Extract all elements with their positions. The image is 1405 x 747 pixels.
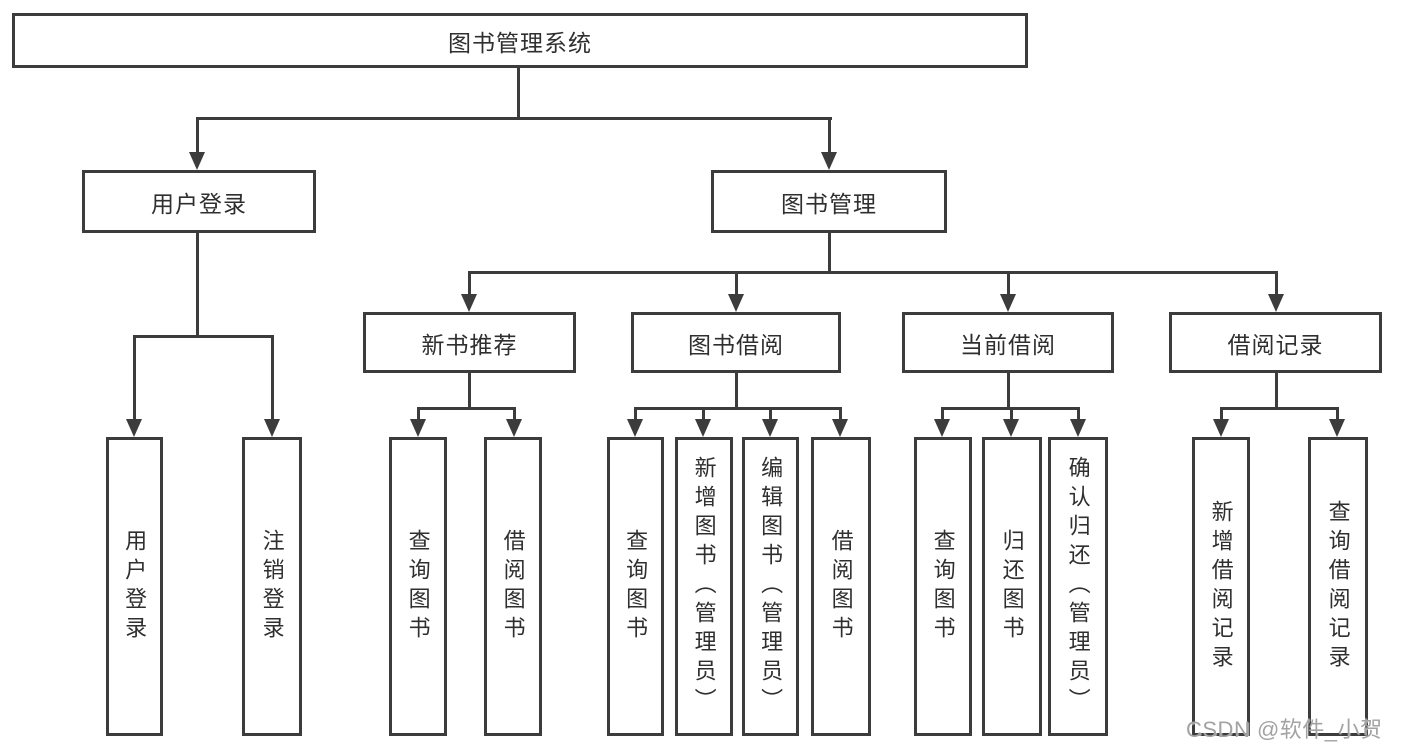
leaf-query-borrow-record-label: 查询借阅记录: [1325, 499, 1351, 674]
node-borrow-records-label: 借阅记录: [1227, 331, 1324, 358]
connector-drop-query-book-borrowing: [634, 407, 637, 421]
arrowhead-borrow-records: [1268, 294, 1284, 312]
connector-drop-query-book-recommend: [417, 407, 420, 421]
arrowhead-borrow-book-recommend: [506, 419, 522, 437]
leaf-add-book-admin: 新增图书（管理员）: [675, 437, 733, 736]
connector-book-management-branch: [468, 271, 1278, 274]
connector-root-stem: [517, 68, 520, 117]
leaf-edit-book-admin-label: 编辑图书（管理员）: [758, 456, 784, 717]
node-root: 图书管理系统: [12, 13, 1028, 68]
leaf-edit-book-admin: 编辑图书（管理员）: [742, 437, 799, 736]
arrowhead-query-borrow-record: [1329, 419, 1345, 437]
connector-new-book-recommend-stem: [468, 373, 471, 410]
node-current-borrowing-label: 当前借阅: [960, 331, 1056, 358]
leaf-add-borrow-record-label: 新增借阅记录: [1208, 499, 1234, 674]
connector-current-borrowing-stem: [1007, 373, 1010, 410]
leaf-logout-label: 注销登录: [259, 528, 285, 645]
connector-drop-borrow-book-recommend: [513, 407, 516, 421]
leaf-query-book-current: 查询图书: [914, 437, 972, 736]
leaf-return-book-label: 归还图书: [999, 528, 1025, 645]
connector-drop-leaf-user-login: [133, 335, 136, 420]
arrowhead-confirm-return-admin: [1070, 419, 1086, 437]
leaf-query-book-recommend: 查询图书: [389, 437, 447, 736]
connector-drop-book-borrowing: [735, 271, 738, 296]
connector-drop-add-book-admin: [702, 407, 705, 421]
leaf-add-book-admin-label: 新增图书（管理员）: [691, 456, 717, 717]
node-root-label: 图书管理系统: [448, 29, 592, 56]
connector-borrow-records-branch: [1220, 407, 1339, 410]
connector-drop-leaf-logout: [271, 335, 274, 420]
leaf-user-login-label: 用户登录: [122, 528, 148, 645]
leaf-query-book-borrowing-label: 查询图书: [623, 528, 649, 645]
node-borrow-records: 借阅记录: [1169, 312, 1382, 373]
leaf-logout: 注销登录: [242, 437, 302, 736]
connector-borrow-records-stem: [1275, 373, 1278, 410]
leaf-confirm-return-admin: 确认归还（管理员）: [1048, 437, 1108, 736]
connector-drop-query-book-current: [941, 407, 944, 421]
arrowhead-add-book-admin: [695, 419, 711, 437]
arrowhead-leaf-user-login: [126, 419, 142, 437]
connector-book-borrowing-branch: [634, 407, 842, 410]
node-new-book-recommend: 新书推荐: [363, 312, 576, 373]
node-book-borrowing: 图书借阅: [631, 312, 841, 373]
connector-drop-return-book: [1010, 407, 1013, 421]
node-current-borrowing: 当前借阅: [902, 312, 1114, 373]
arrowhead-book-borrowing: [728, 294, 744, 312]
leaf-borrow-book-borrowing-label: 借阅图书: [828, 528, 854, 645]
connector-user-login-stem: [196, 233, 199, 335]
node-user-login: 用户登录: [82, 170, 316, 233]
leaf-confirm-return-admin-label: 确认归还（管理员）: [1065, 456, 1091, 717]
arrowhead-query-book-current: [934, 419, 950, 437]
connector-book-management-stem: [828, 233, 831, 274]
leaf-add-borrow-record: 新增借阅记录: [1192, 437, 1250, 736]
connector-drop-book-management: [828, 117, 831, 153]
arrowhead-add-borrow-record: [1213, 419, 1229, 437]
arrowhead-return-book: [1003, 419, 1019, 437]
connector-drop-query-borrow-record: [1336, 407, 1339, 421]
leaf-user-login: 用户登录: [106, 437, 163, 736]
connector-drop-borrow-book-borrowing: [839, 407, 842, 421]
connector-drop-edit-book-admin: [769, 407, 772, 421]
connector-drop-borrow-records: [1275, 271, 1278, 296]
arrowhead-borrow-book-borrowing: [832, 419, 848, 437]
leaf-query-book-current-label: 查询图书: [930, 528, 956, 645]
connector-book-borrowing-stem: [735, 373, 738, 410]
leaf-borrow-book-borrowing: 借阅图书: [811, 437, 871, 736]
node-book-management: 图书管理: [711, 170, 947, 233]
leaf-query-book-recommend-label: 查询图书: [405, 528, 431, 645]
node-user-login-label: 用户登录: [151, 190, 247, 217]
node-book-management-label: 图书管理: [781, 190, 877, 217]
leaf-borrow-book-recommend: 借阅图书: [484, 437, 542, 736]
arrowhead-current-borrowing: [1000, 294, 1016, 312]
connector-new-book-recommend-branch: [417, 407, 516, 410]
csdn-watermark: CSDN @软件_小贺同学: [1186, 717, 1383, 742]
connector-drop-user-login: [196, 117, 199, 153]
leaf-return-book: 归还图书: [982, 437, 1042, 736]
leaf-borrow-book-recommend-label: 借阅图书: [500, 528, 526, 645]
arrowhead-new-book-recommend: [461, 294, 477, 312]
arrowhead-edit-book-admin: [762, 419, 778, 437]
connector-drop-new-book-recommend: [468, 271, 471, 296]
node-book-borrowing-label: 图书借阅: [688, 331, 784, 358]
connector-root-branch: [196, 117, 832, 120]
connector-drop-add-borrow-record: [1220, 407, 1223, 421]
arrowhead-query-book-recommend: [410, 419, 426, 437]
connector-drop-current-borrowing: [1007, 271, 1010, 296]
connector-drop-confirm-return-admin: [1077, 407, 1080, 421]
leaf-query-book-borrowing: 查询图书: [607, 437, 664, 736]
arrowhead-query-book-borrowing: [627, 419, 643, 437]
leaf-query-borrow-record: 查询借阅记录: [1308, 437, 1368, 736]
arrowhead-user-login: [189, 152, 205, 170]
arrowhead-leaf-logout: [264, 419, 280, 437]
arrowhead-book-management: [821, 152, 837, 170]
connector-user-login-branch: [133, 335, 274, 338]
node-new-book-recommend-label: 新书推荐: [421, 331, 518, 358]
